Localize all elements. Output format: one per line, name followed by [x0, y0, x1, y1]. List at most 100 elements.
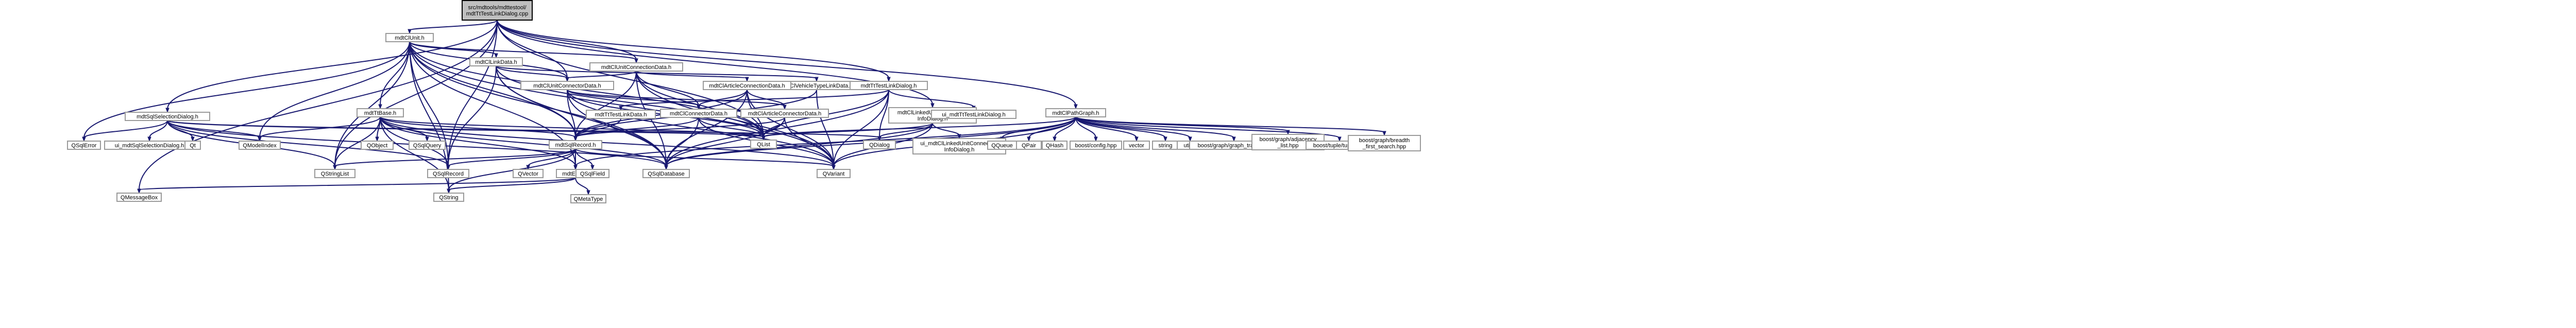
node-label: QList: [757, 142, 770, 148]
node-label: ui_mdtSqlSelectionDialog.h: [115, 143, 184, 149]
edge-root-to-qmessagebox: [137, 20, 498, 194]
node-label: InfoDialog.h: [944, 147, 975, 153]
node-qsqldatabase[interactable]: QSqlDatabase: [642, 169, 690, 178]
node-label: boost/graph/breadth: [1359, 137, 1410, 144]
node-root[interactable]: src/mdtools/mdttestool/mdtTtTestLinkDial…: [462, 0, 533, 21]
node-label: QModelIndex: [243, 143, 277, 149]
node-box: [409, 141, 446, 150]
node-qdialog[interactable]: QDialog: [863, 140, 896, 149]
node-unitconn[interactable]: mdtClUnitConnectionData.h: [589, 62, 683, 72]
node-qsqlfield[interactable]: QSqlField: [575, 169, 609, 178]
node-connectordata[interactable]: mdtClConnectorData.h: [660, 109, 737, 118]
node-box: [385, 33, 434, 42]
node-box: [469, 57, 523, 66]
node-box: [703, 81, 791, 90]
node-box: [570, 194, 606, 203]
node-qsqlerror[interactable]: QSqlError: [67, 141, 101, 150]
node-label: src/mdtools/mdttestool/: [468, 5, 527, 11]
node-qsqlrecord[interactable]: QSqlRecord: [427, 169, 469, 178]
node-label: QQueue: [991, 143, 1013, 149]
node-articleconnector[interactable]: mdtClArticleConnectorData.h: [740, 109, 829, 118]
edge-pathgraph-to-bfs: [1075, 116, 1386, 136]
node-box: [1042, 141, 1067, 150]
node-ui_testlink[interactable]: ui_mdtTtTestLinkDialog.h: [931, 110, 1016, 119]
node-label: string: [1159, 143, 1173, 149]
node-layer: src/mdtools/mdttestool/mdtTtTestLinkDial…: [67, 0, 1421, 203]
node-box: [116, 193, 162, 202]
node-label: QMetaType: [574, 196, 603, 202]
edge-sqlrecord-to-mdterror: [573, 149, 578, 170]
node-qstring[interactable]: QString: [433, 193, 464, 202]
node-qpair[interactable]: QPair: [1016, 141, 1042, 150]
edge-sqlsel-to-qdialog: [167, 120, 882, 142]
node-box: [314, 169, 355, 178]
node-linkdata[interactable]: mdtClLinkData.h: [469, 57, 523, 66]
edge-clunit-to-linkdata: [409, 41, 498, 59]
edge-sqlrecord-to-qsqlrecord: [446, 148, 576, 170]
node-box: [660, 109, 737, 118]
node-box: [184, 141, 201, 150]
edge-layer: [82, 20, 1386, 196]
node-testlinkdlg[interactable]: mdtTtTestLinkDialog.h: [850, 81, 928, 90]
node-label: ui_mdtTtTestLinkDialog.h: [942, 112, 1006, 118]
node-ttbase[interactable]: mdtTtBase.h: [357, 108, 404, 117]
node-label: mdtClConnectorData.h: [670, 111, 727, 117]
node-box: [462, 0, 533, 21]
node-qvector[interactable]: QVector: [513, 169, 544, 178]
node-qstringlist[interactable]: QStringList: [314, 169, 355, 178]
node-box: [239, 141, 281, 150]
node-box: [357, 108, 404, 117]
node-label: mdtClUnit.h: [395, 35, 424, 41]
node-string[interactable]: string: [1152, 141, 1179, 150]
node-box: [575, 169, 609, 178]
node-testlinkdata[interactable]: mdtTtTestLinkData.h: [586, 110, 656, 119]
node-pathgraph[interactable]: mdtClPathGraph.h: [1045, 108, 1106, 117]
edge-mdterror-to-qmessagebox: [137, 177, 576, 194]
edge-root-to-pathgraph: [497, 20, 1078, 110]
node-qobject[interactable]: QObject: [361, 141, 394, 150]
edge-root-to-sqlsel: [165, 20, 498, 113]
node-unitconndata2[interactable]: mdtClUnitConnectorData.h: [520, 81, 614, 90]
node-qlist[interactable]: QList: [750, 140, 777, 149]
edge-pathgraph-to-qhash: [1053, 116, 1076, 142]
node-box: [740, 109, 829, 118]
node-ui_sqlsel[interactable]: ui_mdtSqlSelectionDialog.h: [104, 141, 195, 150]
edge-mdterror-to-qmetatype: [575, 177, 590, 196]
edge-articleconnector-to-sqlrecord: [573, 117, 785, 142]
edge-unitconn-to-articleconn: [636, 71, 749, 82]
node-qt[interactable]: Qt: [184, 141, 201, 150]
node-qmessagebox[interactable]: QMessageBox: [116, 193, 162, 202]
node-clunit[interactable]: mdtClUnit.h: [385, 33, 434, 42]
node-label: QDialog: [869, 142, 890, 148]
node-label: QSqlField: [580, 171, 605, 177]
node-box: [520, 81, 614, 90]
node-box: [427, 169, 469, 178]
node-box: [750, 140, 777, 149]
node-label: _list.hpp: [1277, 143, 1299, 149]
node-qmetatype[interactable]: QMetaType: [570, 194, 606, 203]
node-qmodelindex[interactable]: QModelIndex: [239, 141, 281, 150]
edge-linkdata-to-unitconndata2: [496, 65, 569, 82]
node-sqlrecord[interactable]: mdtSqlRecord.h: [549, 140, 602, 149]
node-box: [863, 140, 896, 149]
node-sqlsel[interactable]: mdtSqlSelectionDialog.h: [125, 112, 210, 121]
edge-pathgraph-to-boostconfig: [1075, 116, 1098, 142]
node-qvariant[interactable]: QVariant: [817, 169, 851, 178]
edge-sqlsel-to-qsqlerror: [82, 120, 168, 142]
node-qsqlquery[interactable]: QSqlQuery: [409, 141, 446, 150]
node-qhash[interactable]: QHash: [1042, 141, 1067, 150]
node-label: QStringList: [321, 171, 349, 177]
node-label: QSqlDatabase: [648, 171, 685, 177]
node-qqueue[interactable]: QQueue: [987, 141, 1017, 150]
edge-linkdata-to-vehtype: [496, 65, 819, 82]
node-boostconfig[interactable]: boost/config.hpp: [1070, 141, 1122, 150]
node-articleconn[interactable]: mdtClArticleConnectionData.h: [703, 81, 791, 90]
edge-pathgraph-to-graphtraits: [1075, 116, 1236, 142]
node-bfs[interactable]: boost/graph/breadth_first_search.hpp: [1348, 135, 1421, 151]
node-box: [433, 193, 464, 202]
node-box: [1123, 141, 1150, 150]
node-vector[interactable]: vector: [1123, 141, 1150, 150]
node-box: [589, 62, 683, 72]
node-label: mdtClPathGraph.h: [1052, 110, 1099, 116]
edge-pathgraph-to-qlist: [761, 116, 1076, 141]
